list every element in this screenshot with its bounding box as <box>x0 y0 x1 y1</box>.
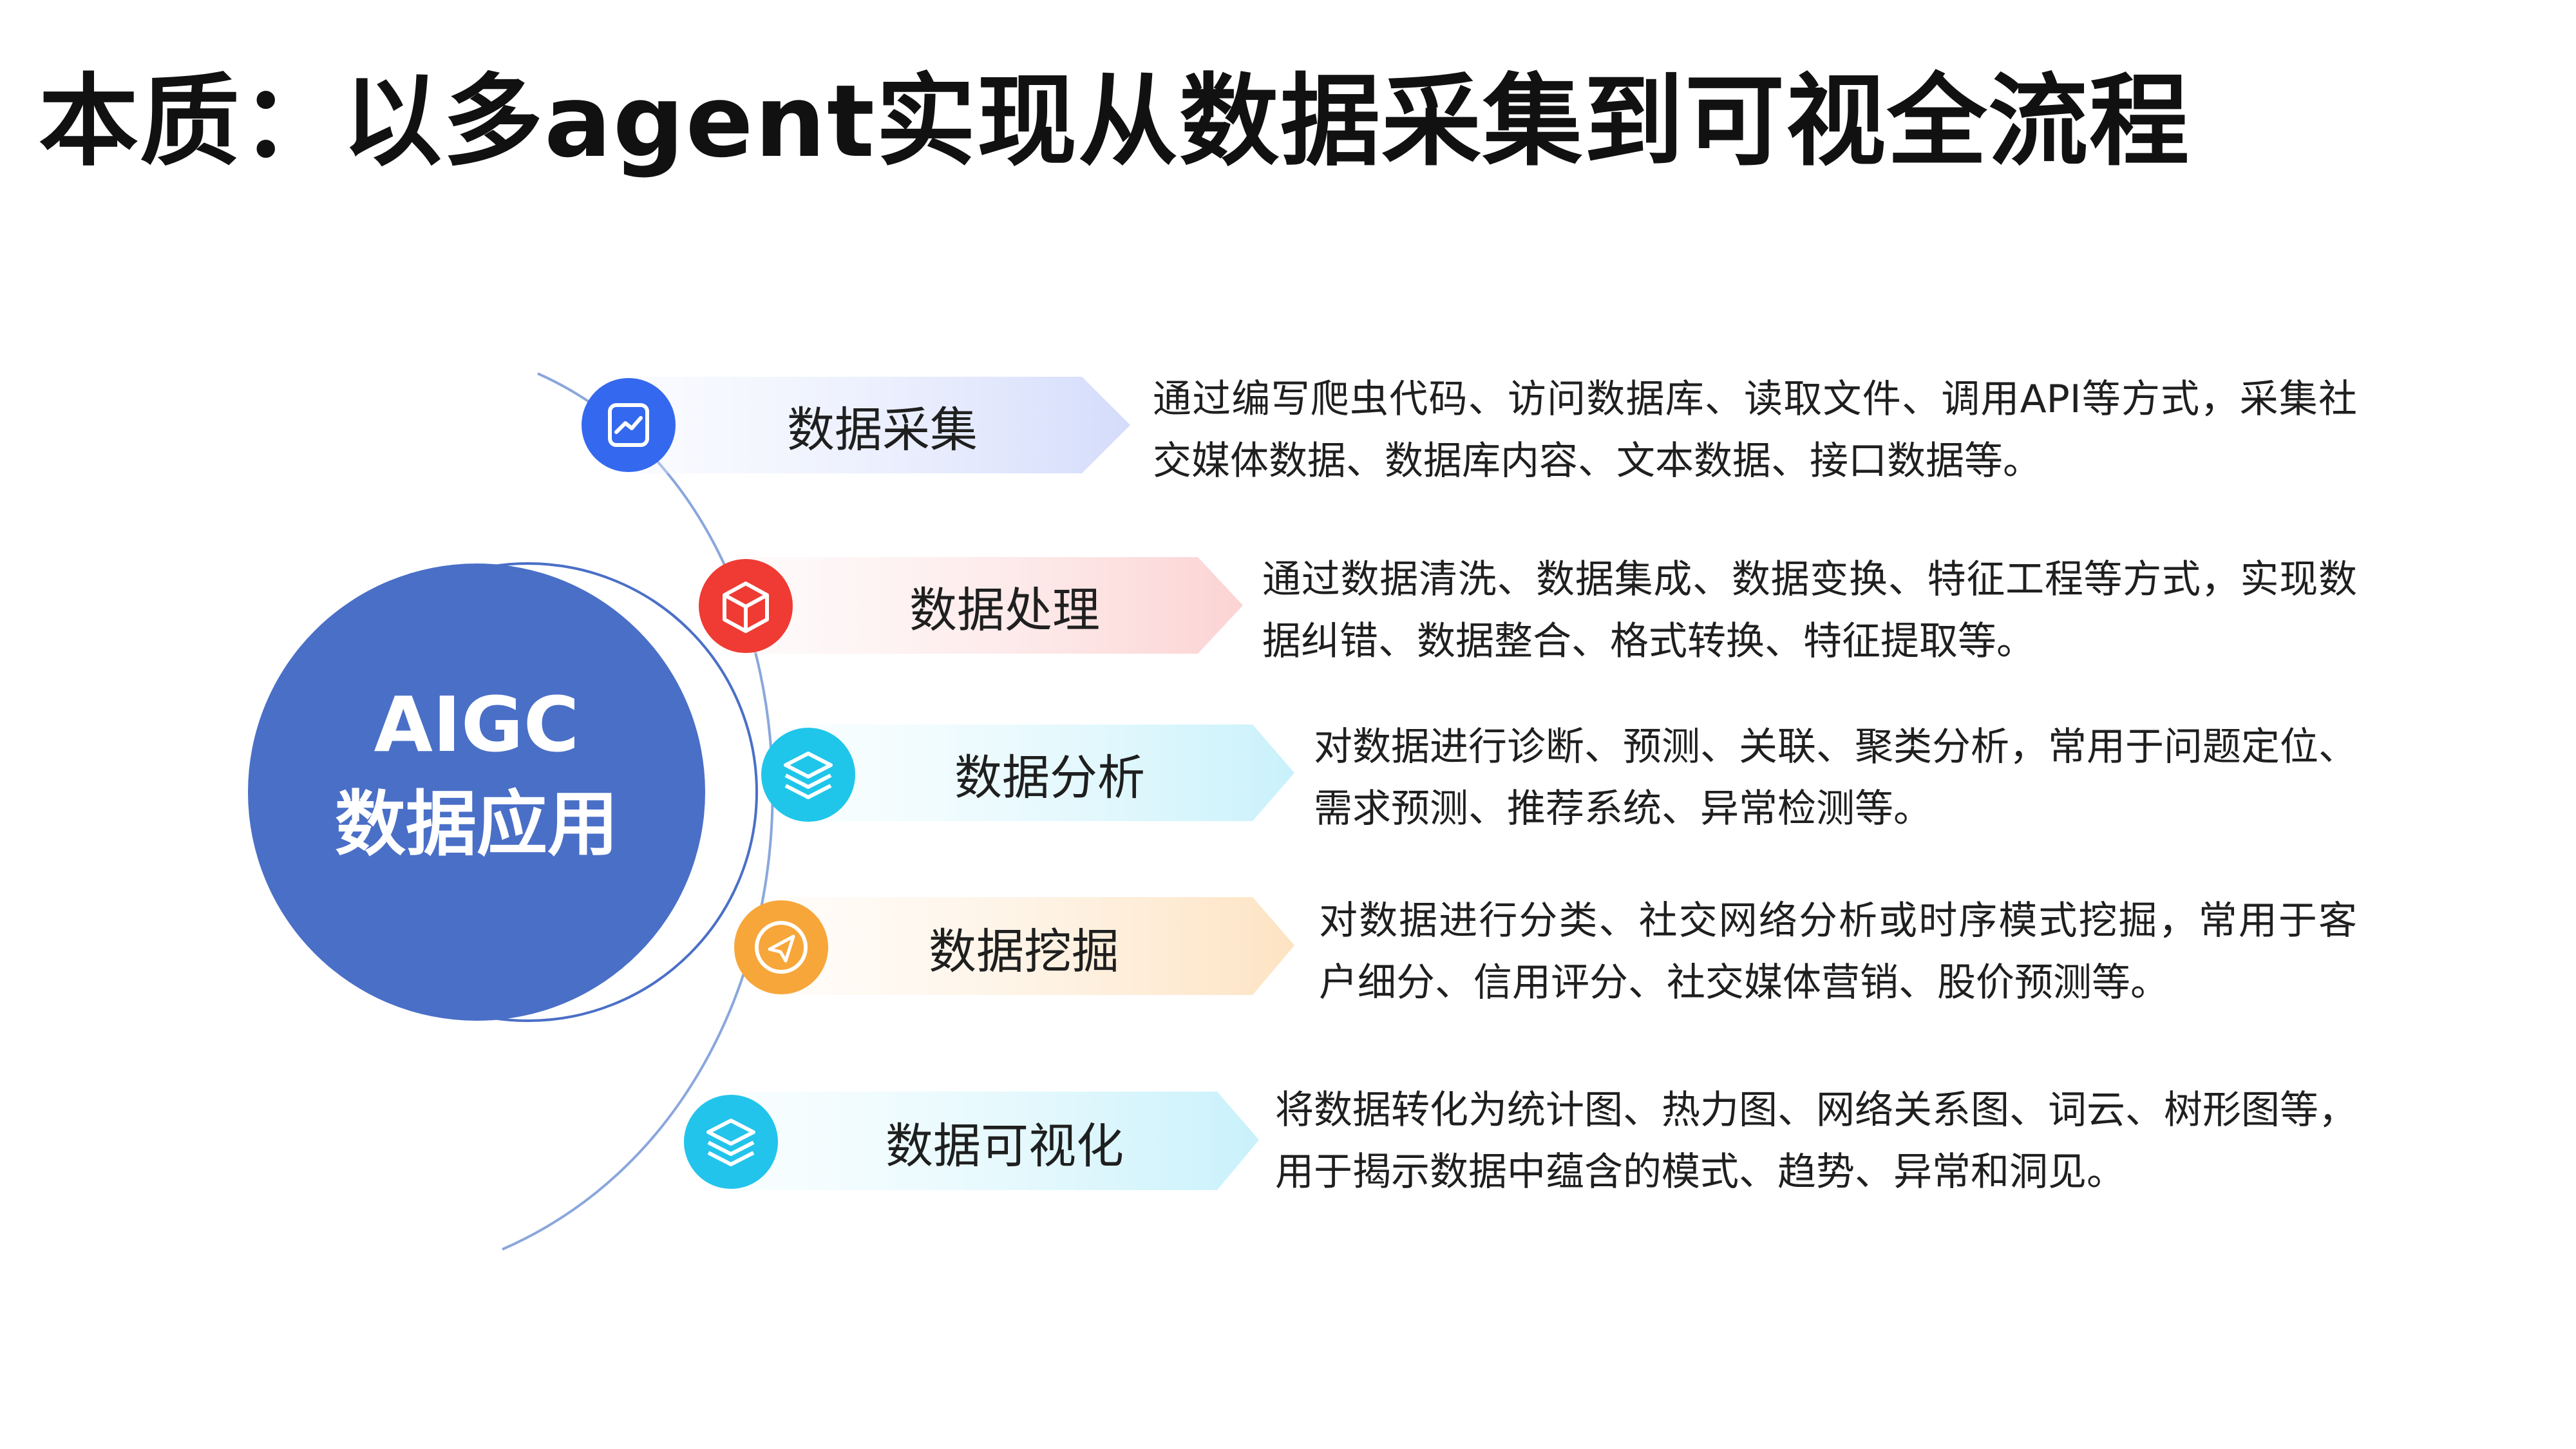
layers-icon <box>784 752 833 799</box>
step-collect-label: 数据采集 <box>787 402 978 458</box>
step-visual-label: 数据可视化 <box>886 1119 1124 1174</box>
step-analysis-badge <box>761 728 855 822</box>
ribbon-analysis <box>802 724 1294 821</box>
ribbon-mining <box>779 897 1294 995</box>
step-visual-desc: 将数据转化为统计图、热力图、网络关系图、词云、树形图等，用于揭示数据中蕴含的模式… <box>1275 1088 2357 1195</box>
chart-icon <box>608 403 649 447</box>
step-process-badge <box>699 559 793 653</box>
step-analysis-desc: 对数据进行诊断、预测、关联、聚类分析，常用于问题定位、需求预测、推荐系统、异常检… <box>1314 724 2357 831</box>
center-circle <box>248 564 705 1021</box>
step-analysis-label: 数据分析 <box>954 750 1145 806</box>
step-mining-badge <box>734 900 828 994</box>
step-mining-label: 数据挖掘 <box>929 924 1119 980</box>
step-mining-desc: 对数据进行分类、社交网络分析或时序模式挖掘，常用于客户细分、信用评分、社交媒体营… <box>1319 898 2357 1005</box>
step-process-desc: 通过数据清洗、数据集成、数据变换、特征工程等方式，实现数据纠错、数据整合、格式转… <box>1262 557 2357 664</box>
send-icon <box>755 921 808 974</box>
step-collect-desc: 通过编写爬虫代码、访问数据库、读取文件、调用API等方式，采集社交媒体数据、数据… <box>1153 377 2357 484</box>
step-collect-badge <box>582 378 676 472</box>
cube-icon <box>723 582 769 633</box>
ribbon-process <box>750 557 1243 654</box>
center-label-line1: AIGC <box>374 680 580 769</box>
ribbon-collect <box>634 377 1130 473</box>
page-title: 本质：以多agent实现从数据采集到可视全流程 <box>39 63 2191 180</box>
layers-icon <box>706 1119 755 1166</box>
step-visual-badge <box>684 1095 778 1189</box>
ribbon-visual <box>731 1092 1259 1190</box>
center-label-line2: 数据应用 <box>335 783 618 866</box>
center-label: AIGC 数据应用 <box>245 676 708 876</box>
step-process-label: 数据处理 <box>909 583 1100 638</box>
